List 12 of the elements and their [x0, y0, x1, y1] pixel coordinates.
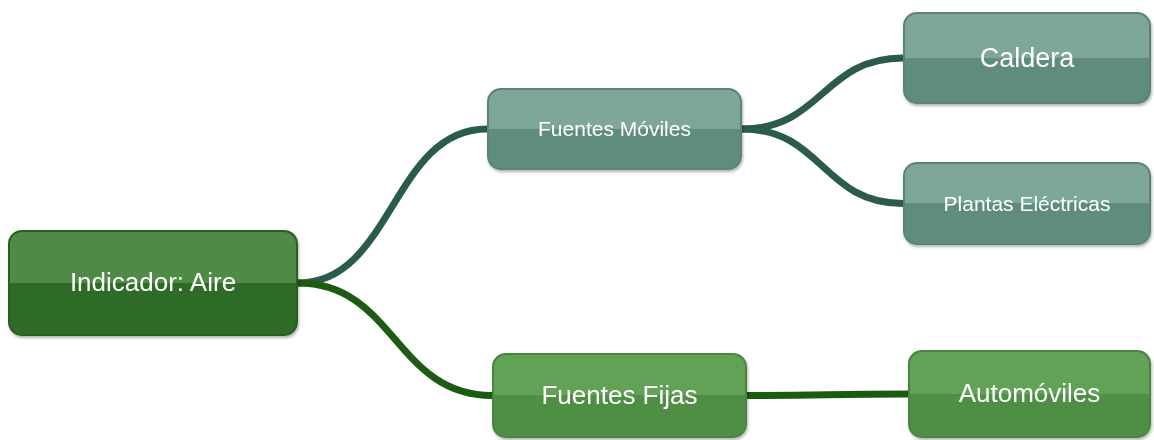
topic-box [903, 12, 1151, 104]
topic-label: Automóviles [958, 378, 1101, 410]
topic-box [492, 353, 747, 438]
topic-box [487, 88, 742, 170]
topic-box [908, 350, 1151, 438]
topic-box [903, 162, 1151, 245]
topic-label: Caldera [979, 41, 1075, 75]
topic-label: Fuentes Fijas [541, 379, 698, 412]
topic-label: Fuentes Móviles [538, 116, 691, 142]
topic-label: Plantas Eléctricas [943, 190, 1111, 217]
topic-box [8, 230, 298, 336]
topic-label: Indicador: Aire [69, 267, 237, 299]
